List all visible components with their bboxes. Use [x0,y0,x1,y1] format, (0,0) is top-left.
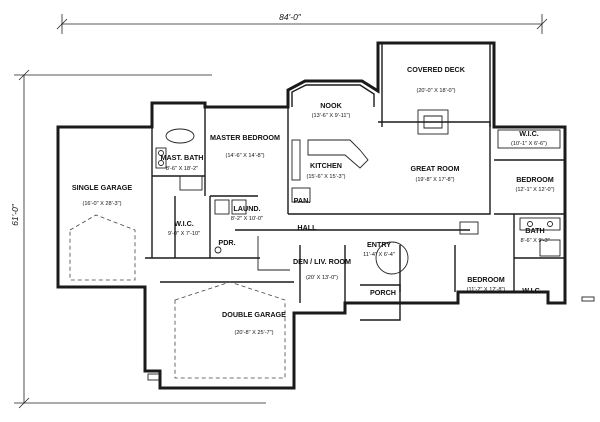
room-nook-size: (13'-6" X 9'-11") [312,113,351,119]
room-covered-deck-size: (20'-0" X 18'-0") [416,88,455,94]
room-mast-bath-size: 8'-6" X 18'-2" [166,166,198,172]
room-wic-small: W.I.C. [522,286,542,295]
room-bedroom-bottom-size: (11'-2" X 12'-8") [467,287,506,293]
room-bedroom-right: BEDROOM [516,175,554,184]
stair-icon [459,221,479,235]
room-double-garage-size: (20'-8" X 25'-7") [234,330,273,336]
dimension-lines [14,14,548,409]
room-wic-left-size: 9'-0" X 7'-10" [168,231,200,237]
overall-depth-label: 61'-0" [10,203,20,226]
room-double-garage: DOUBLE GARAGE [222,310,286,319]
room-bath: BATH [525,226,544,235]
room-great-room: GREAT ROOM [411,164,460,173]
dryer-icon [231,199,247,215]
counter-icon [291,139,301,181]
door-sill-icon [147,373,161,381]
room-wic-right: W.I.C. [519,129,539,138]
room-kitchen-size: (15'-6" X 15'-3") [306,174,345,180]
room-nook: NOOK [320,101,342,110]
room-porch: PORCH [370,288,396,297]
vanity-icon [155,147,167,169]
room-master-bedroom: MASTER BEDROOM [210,133,280,142]
kitchen-island-icon [307,139,369,169]
room-great-room-size: (19'-8" X 17'-8") [415,177,454,183]
room-powder: PDR. [218,238,235,247]
sink-icon [158,160,164,166]
stair-icon [257,236,290,271]
room-wic-left: W.I.C. [174,219,194,228]
sink-icon [547,221,553,227]
fireplace-icon [417,109,449,135]
shower-icon [179,175,203,191]
closet-shelf-icon [497,129,561,149]
room-mast-bath: MAST. BATH [161,153,204,162]
scale-marker [581,296,595,302]
room-single-garage-size: (16'-0" X 28'-3") [82,201,121,207]
tub-icon [165,128,195,144]
fixtures [69,109,595,381]
garage-door-swing [69,214,136,281]
room-entry: ENTRY [367,240,391,249]
interior-walls [145,107,565,321]
pantry-shelf-icon [291,187,311,203]
room-kitchen: KITCHEN [310,161,342,170]
sink-icon [527,221,533,227]
room-laundry-size: 8'-2" X 10'-0" [231,216,263,222]
room-master-bedroom-size: (14'-6" X 14'-8") [225,153,264,159]
room-bedroom-bottom: BEDROOM [467,275,505,284]
sink-icon [158,150,164,156]
toilet-icon [214,246,222,254]
room-bath-size: 8'-6" X 9'-3" [520,238,549,244]
bathtub-icon [539,239,561,257]
room-pantry: PAN. [294,196,311,205]
room-entry-size: 11'-4" X 6'-4" [363,252,395,258]
room-wic-right-size: (10'-1" X 6'-6") [511,141,547,147]
room-den-liv: DEN / LIV. ROOM [293,257,351,266]
washer-icon [214,199,230,215]
room-covered-deck: COVERED DECK [407,65,466,74]
room-den-liv-size: (20' X 13'-0") [306,275,338,281]
overall-width-label: 84'-0" [279,12,302,22]
exterior-walls [56,41,567,390]
bath-vanity-icon [519,217,561,231]
entry-curve [375,241,409,275]
room-laundry: LAUND. [233,204,260,213]
room-single-garage: SINGLE GARAGE [72,183,133,192]
garage-door-swing [174,281,286,379]
room-hall: HALL [297,223,317,232]
room-bedroom-right-size: (12'-1" X 12'-0") [515,187,554,193]
